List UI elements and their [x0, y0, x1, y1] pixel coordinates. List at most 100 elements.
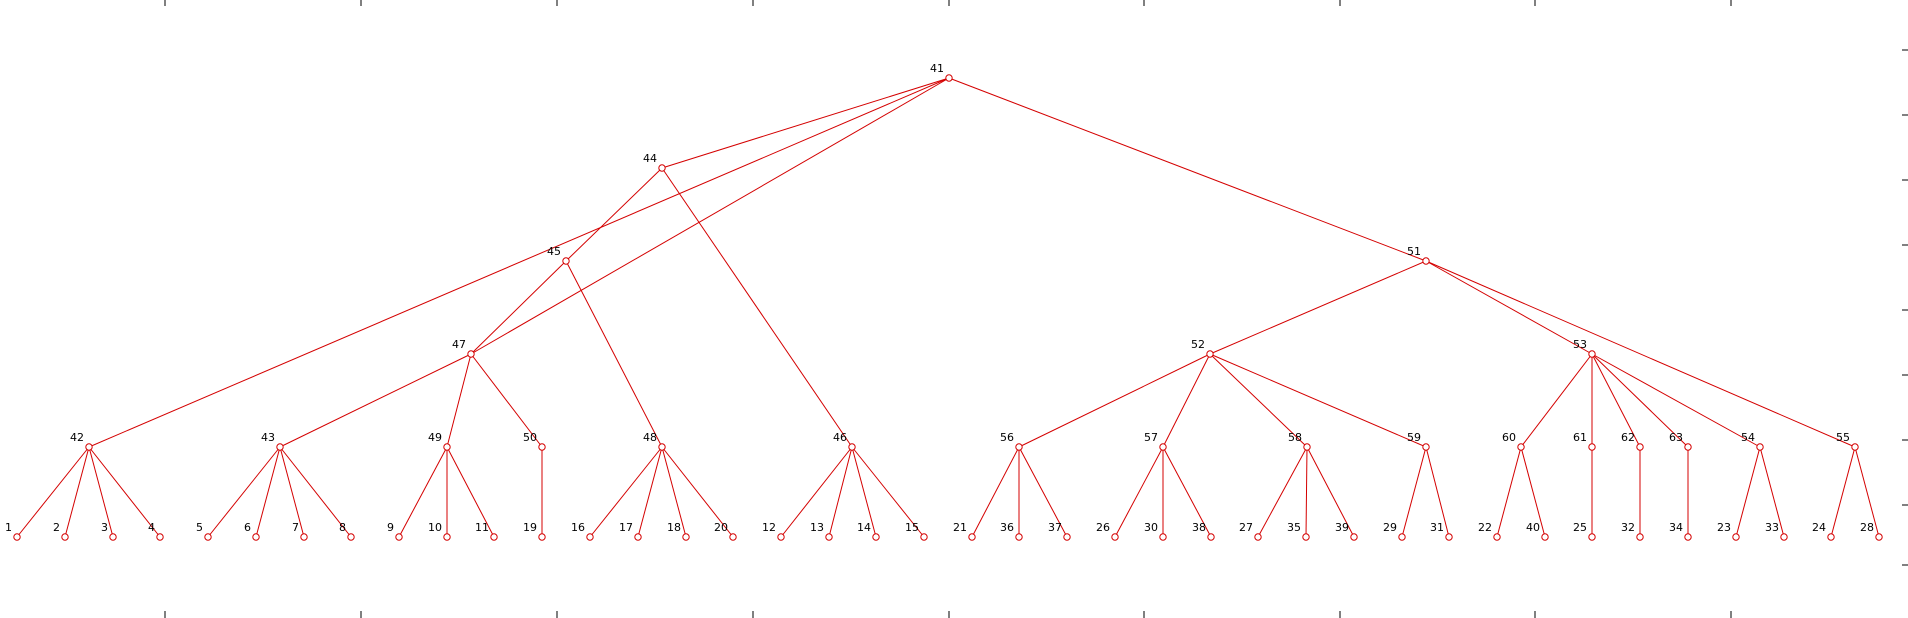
edge-60-40 [1520, 446, 1546, 538]
edge-60-22 [1496, 446, 1522, 538]
node-label-20: 20 [714, 521, 728, 534]
node-5 [204, 533, 212, 541]
node-label-14: 14 [857, 521, 871, 534]
node-label-60: 60 [1502, 431, 1516, 444]
node-label-46: 46 [833, 431, 847, 444]
node-25 [1588, 533, 1596, 541]
edge-43-5 [207, 446, 281, 538]
node-label-36: 36 [1000, 521, 1014, 534]
edge-52-58 [1209, 353, 1308, 448]
node-label-62: 62 [1621, 431, 1635, 444]
edge-46-15 [851, 446, 925, 538]
edge-43-8 [279, 446, 352, 538]
node-label-25: 25 [1573, 521, 1587, 534]
node-55 [1851, 443, 1859, 451]
edge-46-12 [780, 446, 853, 538]
node-label-3: 3 [101, 521, 108, 534]
node-label-19: 19 [523, 521, 537, 534]
node-label-12: 12 [762, 521, 776, 534]
node-15 [920, 533, 928, 541]
node-label-39: 39 [1335, 521, 1349, 534]
edge-42-2 [64, 446, 90, 538]
edge-54-33 [1759, 446, 1785, 538]
node-6 [252, 533, 260, 541]
node-13 [825, 533, 833, 541]
node-label-57: 57 [1144, 431, 1158, 444]
node-54 [1756, 443, 1764, 451]
node-label-10: 10 [428, 521, 442, 534]
node-label-28: 28 [1860, 521, 1874, 534]
edge-56-21 [971, 446, 1020, 538]
node-label-37: 37 [1048, 521, 1062, 534]
node-35 [1302, 533, 1310, 541]
edge-52-59 [1209, 353, 1427, 448]
node-50 [538, 443, 546, 451]
node-label-41: 41 [930, 62, 944, 75]
node-17 [634, 533, 642, 541]
edge-58-35 [1305, 446, 1308, 538]
node-label-63: 63 [1669, 431, 1683, 444]
node-label-55: 55 [1836, 431, 1850, 444]
node-26 [1111, 533, 1119, 541]
node-23 [1732, 533, 1740, 541]
node-47 [467, 350, 475, 358]
edge-58-39 [1306, 446, 1355, 538]
node-46 [848, 443, 856, 451]
edge-52-57 [1162, 353, 1211, 448]
node-label-53: 53 [1573, 338, 1587, 351]
node-label-16: 16 [571, 521, 585, 534]
edge-41-47 [470, 77, 950, 355]
node-39 [1350, 533, 1358, 541]
node-label-56: 56 [1000, 431, 1014, 444]
node-37 [1063, 533, 1071, 541]
node-57 [1159, 443, 1167, 451]
node-20 [729, 533, 737, 541]
node-53 [1588, 350, 1596, 358]
node-label-13: 13 [810, 521, 824, 534]
node-label-40: 40 [1526, 521, 1540, 534]
edge-48-17 [637, 446, 663, 538]
edge-47-49 [446, 353, 472, 448]
node-label-27: 27 [1239, 521, 1253, 534]
node-label-4: 4 [148, 521, 155, 534]
node-label-43: 43 [261, 431, 275, 444]
edge-42-3 [88, 446, 114, 538]
edge-48-20 [661, 446, 734, 538]
node-label-59: 59 [1407, 431, 1421, 444]
node-4 [156, 533, 164, 541]
node-28 [1875, 533, 1883, 541]
node-label-11: 11 [475, 521, 489, 534]
node-14 [872, 533, 880, 541]
node-22 [1493, 533, 1501, 541]
edge-41-51 [948, 77, 1427, 262]
edge-43-7 [279, 446, 305, 538]
node-label-24: 24 [1812, 521, 1826, 534]
edge-54-23 [1735, 446, 1761, 538]
node-label-7: 7 [292, 521, 299, 534]
edge-59-31 [1425, 446, 1450, 538]
node-9 [395, 533, 403, 541]
edge-42-1 [16, 446, 90, 538]
node-51 [1422, 257, 1430, 265]
node-label-21: 21 [953, 521, 967, 534]
node-12 [777, 533, 785, 541]
node-label-30: 30 [1144, 521, 1158, 534]
edge-53-62 [1591, 353, 1641, 448]
edge-48-16 [589, 446, 663, 538]
edge-57-38 [1162, 446, 1212, 538]
edge-41-44 [661, 77, 950, 169]
edge-46-14 [851, 446, 877, 538]
edge-51-52 [1209, 260, 1427, 355]
node-56 [1015, 443, 1023, 451]
node-34 [1684, 533, 1692, 541]
node-2 [61, 533, 69, 541]
node-label-32: 32 [1621, 521, 1635, 534]
edge-56-37 [1018, 446, 1068, 538]
node-41 [945, 74, 953, 82]
node-3 [109, 533, 117, 541]
edge-51-53 [1425, 260, 1593, 355]
node-43 [276, 443, 284, 451]
node-label-49: 49 [428, 431, 442, 444]
node-label-15: 15 [905, 521, 919, 534]
